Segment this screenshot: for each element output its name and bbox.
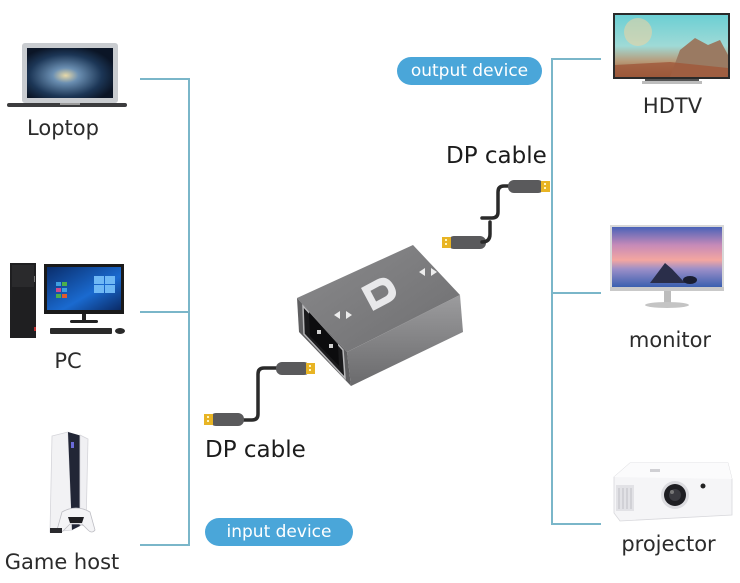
tv-icon	[613, 13, 730, 84]
device-label-pc: PC	[54, 349, 82, 373]
displayport-logo	[361, 277, 397, 311]
connector-line-pc	[140, 311, 190, 313]
connector-line-hdtv	[551, 58, 601, 60]
device-label-projector: projector	[621, 532, 716, 556]
device-label-hdtv: HDTV	[642, 94, 703, 118]
connector-line-game-host	[140, 544, 190, 546]
desktop-pc-icon	[10, 263, 125, 338]
dp-plug-gold-tip	[204, 414, 213, 425]
device-monitor: monitor	[610, 225, 730, 355]
projector-icon	[613, 462, 733, 522]
displayport-adapter-icon	[297, 245, 463, 386]
game-console-icon	[49, 431, 96, 533]
device-label-laptop: Loptop	[27, 116, 99, 140]
connector-line-laptop	[140, 78, 190, 80]
direction-arrow-icon	[419, 268, 437, 276]
dp-plug-housing	[448, 236, 486, 249]
output-dp-cable	[442, 180, 550, 249]
dp-plug-gold-tip	[306, 363, 315, 374]
connector-line-projector	[551, 523, 601, 525]
output-cable-label: DP cable	[446, 143, 547, 169]
dp-plug-housing	[210, 413, 244, 426]
input-cable-label: DP cable	[205, 437, 306, 463]
dp-plug-gold-tip	[541, 181, 550, 192]
dp-plug-gold-tip	[442, 237, 451, 248]
device-projector: projector	[610, 455, 735, 580]
device-pc: PC	[8, 262, 128, 382]
input-dp-cable	[204, 362, 315, 426]
connector-line-right-trunk	[551, 58, 553, 524]
output-device-badge: output device	[397, 57, 542, 85]
device-hdtv: HDTV	[610, 10, 735, 125]
laptop-icon	[7, 43, 127, 107]
monitor-icon	[610, 225, 724, 308]
device-label-monitor: monitor	[628, 328, 712, 352]
connector-line-monitor	[551, 292, 601, 294]
input-device-badge: input device	[205, 518, 353, 546]
dp-plug-housing	[276, 362, 310, 375]
device-laptop: Loptop	[5, 40, 127, 140]
device-label-game-host: Game host	[4, 550, 120, 574]
device-game-host: Game host	[5, 430, 130, 580]
dp-plug-housing	[508, 180, 544, 193]
direction-arrow-icon	[334, 311, 352, 319]
